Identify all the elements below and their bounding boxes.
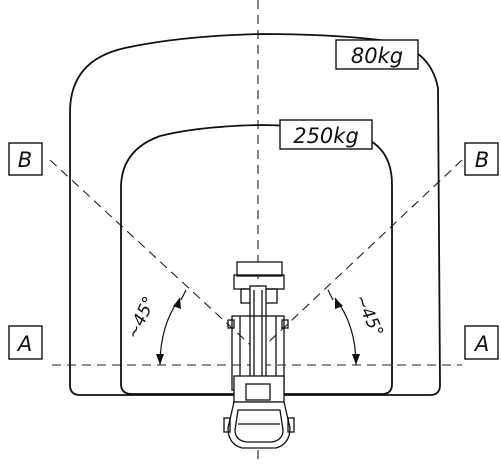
marker-b-right-box bbox=[464, 142, 499, 176]
angle-tick-right bbox=[327, 289, 334, 301]
outer-envelope bbox=[69, 33, 441, 396]
marker-b-left: B bbox=[18, 148, 32, 172]
marker-a-right-box bbox=[464, 325, 499, 360]
mirror-right bbox=[287, 417, 295, 433]
marker-a-left: A bbox=[16, 332, 32, 356]
marker-a-left-box bbox=[8, 325, 43, 360]
turret-stub-right bbox=[281, 319, 289, 329]
angle-label-left: ~45° bbox=[123, 294, 160, 343]
outer-capacity-label: 80kg bbox=[351, 44, 403, 68]
boom-joint-right bbox=[264, 288, 278, 304]
angle-tick-left bbox=[180, 289, 187, 301]
inner-envelope bbox=[120, 124, 393, 395]
inner-capacity-label: 250kg bbox=[293, 124, 359, 148]
outer-capacity-box bbox=[335, 39, 419, 70]
marker-b-right: B bbox=[475, 148, 489, 172]
chassis-center bbox=[245, 383, 271, 401]
marker-b-left-box bbox=[8, 142, 43, 176]
turret-stub-left bbox=[227, 319, 235, 329]
machine-top-view bbox=[223, 261, 295, 449]
mirror-left bbox=[223, 417, 231, 433]
angle-arrow-left-top bbox=[173, 298, 181, 309]
cab bbox=[227, 401, 291, 449]
chassis bbox=[233, 375, 285, 403]
angle-arrow-left-bottom bbox=[156, 354, 164, 365]
angle-label-right: ~45° bbox=[350, 292, 387, 341]
angle-arrow-right-top bbox=[335, 298, 343, 309]
cab-window bbox=[234, 409, 284, 443]
angle-arrow-right-bottom bbox=[352, 354, 360, 365]
inner-capacity-box bbox=[279, 119, 373, 150]
marker-a-right: A bbox=[473, 332, 489, 356]
boom-arm bbox=[249, 285, 267, 387]
line-b-left bbox=[49, 159, 259, 353]
boom-head bbox=[236, 261, 283, 277]
line-b-right bbox=[257, 159, 463, 353]
